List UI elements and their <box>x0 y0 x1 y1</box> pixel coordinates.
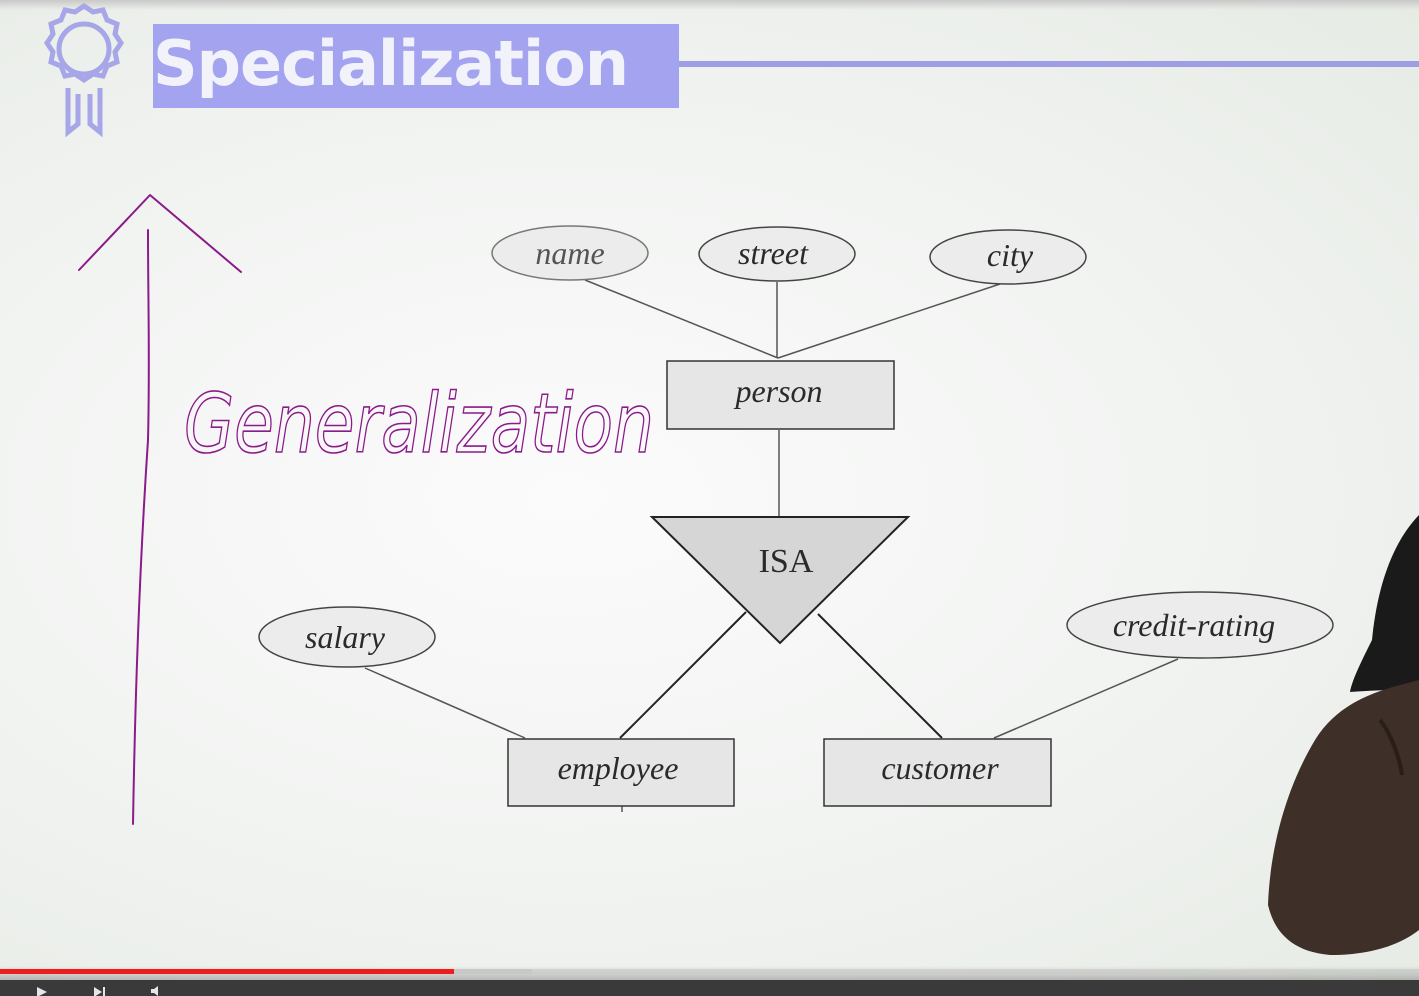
progress-track[interactable] <box>0 969 1419 974</box>
entity-customer: customer <box>881 750 999 786</box>
entity-customer-box <box>823 738 1052 807</box>
entity-person-box <box>666 360 895 430</box>
attribute-credit-rating-ellipse <box>1066 591 1334 659</box>
connector-isa-customer <box>817 613 943 739</box>
entity-employee-box <box>507 738 735 807</box>
top-shadow <box>0 0 1419 10</box>
connector-isa-employee <box>619 611 747 739</box>
attribute-salary-ellipse <box>258 606 436 668</box>
connector-city-person <box>777 283 1001 359</box>
attribute-street-ellipse <box>698 226 856 282</box>
attribute-name: name <box>535 235 604 271</box>
up-arrow-head <box>78 194 242 273</box>
play-icon[interactable] <box>34 986 50 996</box>
up-arrow-icon <box>132 229 150 825</box>
connector-credit-customer <box>993 658 1179 739</box>
title-underline-rule <box>679 61 1419 67</box>
isa-label: ISA <box>759 543 814 580</box>
attribute-street: street <box>738 235 809 271</box>
progress-played <box>0 969 454 974</box>
connector-name-person <box>584 279 779 359</box>
attribute-city-ellipse <box>929 229 1087 285</box>
entity-person: person <box>733 373 822 409</box>
attribute-name-ellipse <box>491 225 649 281</box>
player-controls-bar <box>0 980 1419 996</box>
title-highlight <box>153 24 679 108</box>
connector-salary-employee <box>364 667 526 739</box>
attribute-salary: salary <box>305 619 386 655</box>
entity-employee: employee <box>558 750 679 786</box>
isa-triangle <box>649 516 911 645</box>
handwritten-generalization: Generalization <box>184 377 654 472</box>
award-ribbon-icon <box>43 2 125 138</box>
attribute-city: city <box>987 237 1034 273</box>
volume-icon[interactable] <box>150 986 166 996</box>
slide-title: Specialization <box>153 27 629 100</box>
attribute-credit-rating: credit-rating <box>1113 607 1275 643</box>
next-icon[interactable] <box>92 986 108 996</box>
